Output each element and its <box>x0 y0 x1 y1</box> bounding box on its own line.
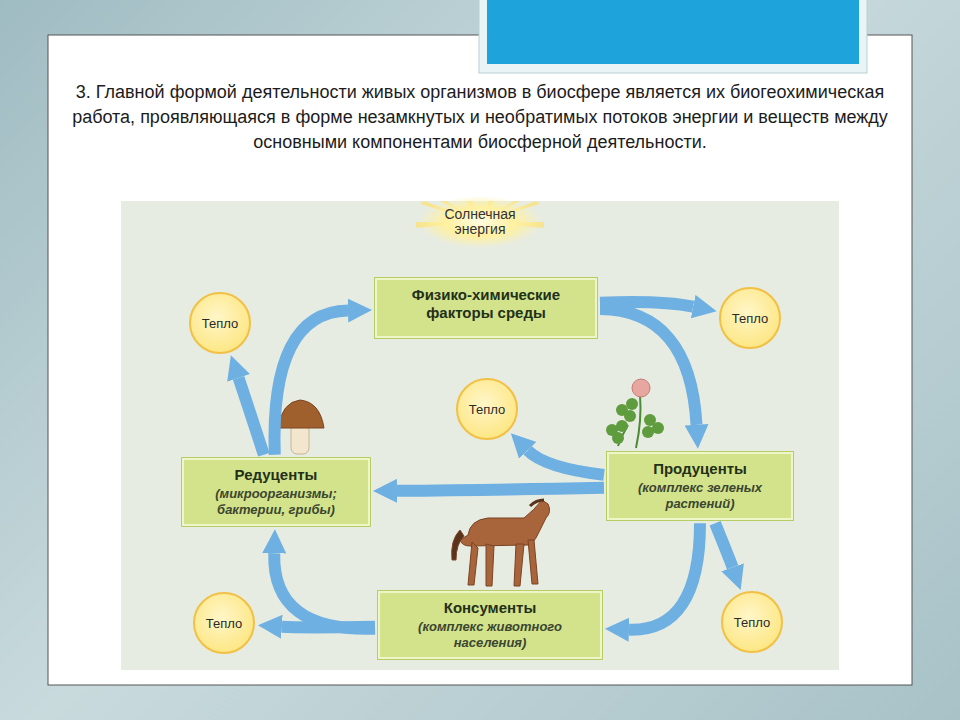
node-title: Тепло <box>734 615 770 630</box>
node-title: Редуценты <box>194 466 358 484</box>
heat-circle: Тепло <box>193 592 255 654</box>
component-box: Продуценты (комплекс зеленых растений) <box>607 452 793 521</box>
header-bar <box>487 0 859 64</box>
node-title: Тепло <box>206 616 242 631</box>
flow-arrow <box>600 309 697 425</box>
horse-picture <box>452 500 550 586</box>
flow-arrow <box>397 488 604 491</box>
node-title: Продуценты <box>619 460 781 478</box>
node-description: (комплекс животного населения) <box>390 619 590 652</box>
sun-rays <box>416 196 544 248</box>
sun-label: Солнечная энергия <box>425 202 535 242</box>
component-box: Физико-химические факторы среды <box>375 278 597 338</box>
node-title: Физико-химические факторы среды <box>387 286 585 322</box>
flow-arrow <box>629 523 700 629</box>
flow-arrow <box>715 523 733 567</box>
flow-arrow <box>600 302 693 307</box>
flow-arrow <box>239 378 264 455</box>
node-title: Тепло <box>202 316 238 331</box>
picture-ground <box>121 201 839 670</box>
node-title: Тепло <box>732 311 768 326</box>
node-title: Солнечная энергия <box>429 207 531 238</box>
slide-panel <box>48 35 912 685</box>
node-title: Тепло <box>469 402 505 417</box>
mushroom-picture <box>278 400 324 454</box>
heat-circle: Тепло <box>456 378 518 440</box>
node-description: (микроорганизмы; бактерии, грибы) <box>194 486 358 519</box>
flow-arrow <box>528 450 604 474</box>
component-box: Консументы (комплекс животного населения) <box>378 591 602 660</box>
heat-circle: Тепло <box>189 292 251 354</box>
flow-arrow <box>274 553 375 629</box>
heat-circle: Тепло <box>719 287 781 349</box>
heat-circle: Тепло <box>721 591 783 653</box>
node-description: (комплекс зеленых растений) <box>619 480 781 513</box>
clover-picture <box>606 379 664 448</box>
flow-arrow <box>282 621 375 634</box>
component-box: Редуценты (микроорганизмы; бактерии, гриб… <box>182 458 370 527</box>
flow-arrow <box>274 311 348 455</box>
node-title: Консументы <box>390 599 590 617</box>
slide-heading: 3. Главной формой деятельности живых орг… <box>68 80 892 154</box>
header-frame <box>479 0 867 73</box>
